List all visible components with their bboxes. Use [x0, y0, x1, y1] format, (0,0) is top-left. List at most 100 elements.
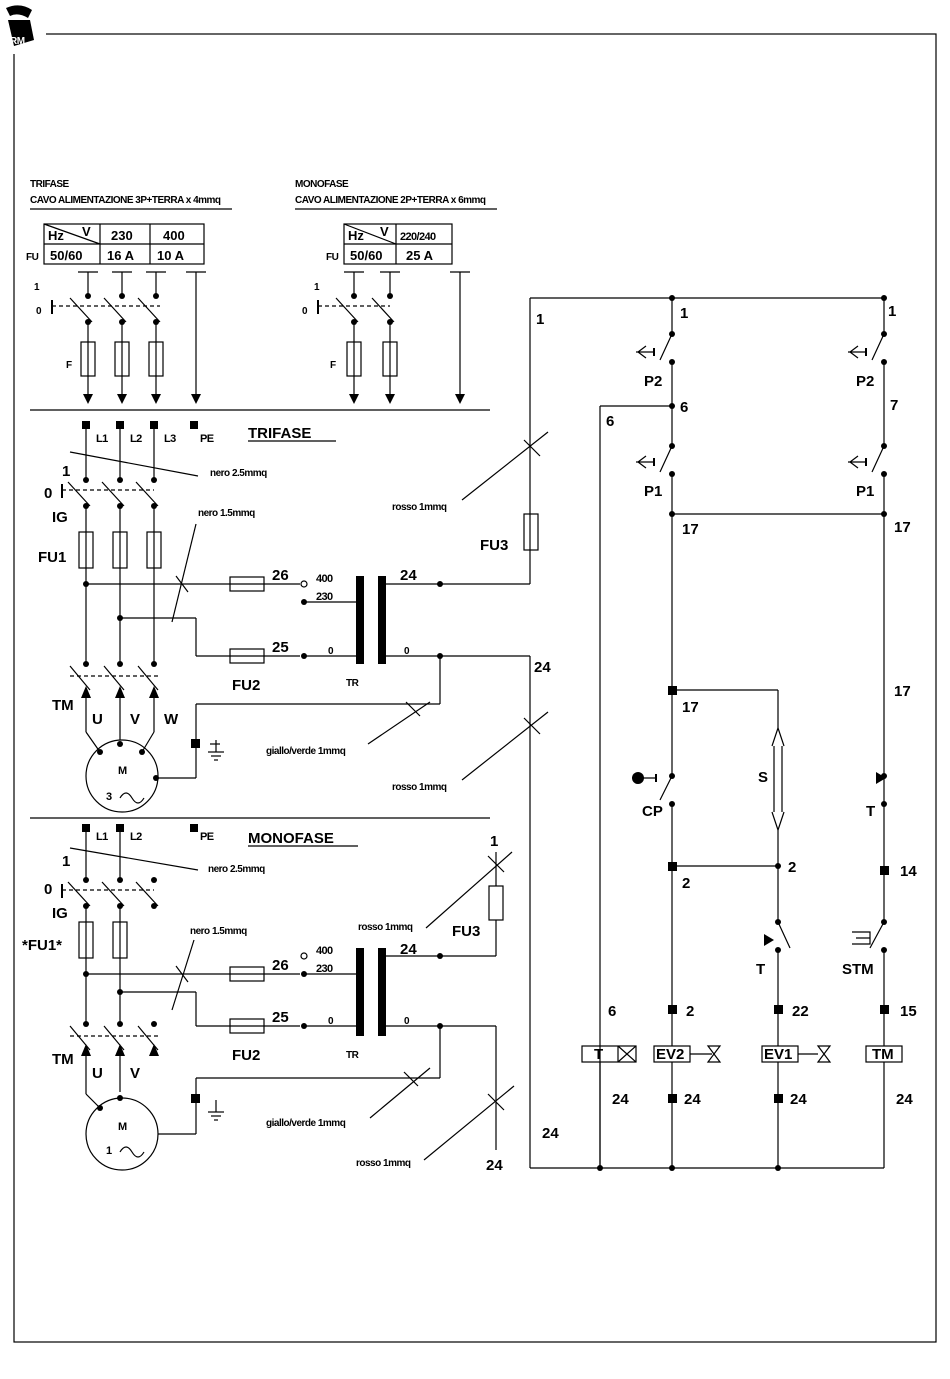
svg-text:L1: L1	[96, 831, 108, 843]
p2-label: P2	[644, 373, 662, 390]
svg-text:giallo/verde 1mmq: giallo/verde 1mmq	[266, 746, 346, 757]
svg-text:FU3: FU3	[452, 923, 480, 940]
svg-text:50/60: 50/60	[50, 248, 83, 263]
svg-text:2: 2	[682, 875, 690, 892]
svg-text:10 A: 10 A	[157, 248, 185, 263]
svg-text:22: 22	[792, 1003, 809, 1020]
svg-text:400: 400	[316, 573, 333, 585]
monofase-heading: MONOFASE	[248, 830, 334, 847]
svg-text:0: 0	[404, 646, 410, 657]
svg-text:15: 15	[900, 1003, 917, 1020]
svg-text:IG: IG	[52, 905, 68, 922]
svg-text:V: V	[82, 224, 91, 239]
svg-text:17: 17	[682, 699, 699, 716]
svg-text:24: 24	[400, 567, 417, 584]
svg-text:6: 6	[608, 1003, 616, 1020]
svg-text:3: 3	[106, 791, 112, 803]
svg-text:F: F	[66, 360, 72, 371]
svg-text:1: 1	[62, 853, 70, 870]
svg-text:24: 24	[486, 1157, 503, 1174]
svg-text:L1: L1	[96, 433, 108, 445]
svg-text:nero 1.5mmq: nero 1.5mmq	[198, 508, 255, 519]
svg-text:Hz: Hz	[48, 228, 64, 243]
svg-text:giallo/verde 1mmq: giallo/verde 1mmq	[266, 1118, 346, 1129]
svg-text:U: U	[92, 1065, 103, 1082]
svg-text:24: 24	[612, 1091, 629, 1108]
svg-text:W: W	[164, 711, 179, 728]
svg-text:rosso 1mmq: rosso 1mmq	[358, 922, 413, 933]
svg-text:14: 14	[900, 863, 917, 880]
svg-text:0: 0	[36, 306, 42, 317]
svg-text:Hz: Hz	[348, 228, 364, 243]
svg-text:1: 1	[314, 282, 320, 293]
svg-text:25: 25	[272, 1009, 289, 1026]
monofase-power-circuit: L1 L2 PE MONOFASE nero 2.5mmq 1 0 IG *FU…	[22, 824, 515, 1174]
svg-text:PE: PE	[200, 831, 214, 843]
trifase-heading: TRIFASE	[248, 425, 311, 442]
svg-text:EV1: EV1	[764, 1046, 792, 1063]
p1-label: P1	[644, 483, 662, 500]
svg-text:0: 0	[404, 1016, 410, 1027]
svg-text:2: 2	[686, 1003, 694, 1020]
fu1-star-label: *FU1*	[22, 937, 62, 954]
svg-text:26: 26	[272, 567, 289, 584]
monofase-supply-title: MONOFASE	[295, 179, 349, 190]
svg-text:2: 2	[788, 859, 796, 876]
svg-text:L2: L2	[130, 433, 142, 445]
svg-text:TR: TR	[346, 678, 360, 689]
svg-text:230: 230	[316, 963, 333, 975]
svg-text:T: T	[866, 803, 875, 820]
svg-text:1: 1	[62, 463, 70, 480]
svg-text:6: 6	[606, 413, 614, 430]
monofase-cable-spec: CAVO ALIMENTAZIONE 2P+TERRA x 6mmq	[295, 195, 486, 206]
svg-text:1: 1	[536, 311, 544, 328]
s-label: S	[758, 769, 768, 786]
svg-text:1: 1	[490, 833, 498, 850]
svg-text:V: V	[130, 1065, 140, 1082]
monofase-rating-table: Hz V 220/240 FU 50/60 25 A	[326, 223, 453, 265]
svg-text:rosso 1mmq: rosso 1mmq	[356, 1158, 411, 1169]
trifase-rating-table: Hz V 230 400 FU 50/60 16 A 10 A	[26, 223, 205, 265]
svg-text:0: 0	[328, 646, 334, 657]
svg-text:nero 2.5mmq: nero 2.5mmq	[210, 468, 267, 479]
trifase-cable-spec: CAVO ALIMENTAZIONE 3P+TERRA x 4mmq	[30, 195, 221, 206]
svg-text:16 A: 16 A	[107, 248, 135, 263]
svg-text:1: 1	[34, 282, 40, 293]
svg-text:V: V	[130, 711, 140, 728]
monofase-main-switch: 1 0 F	[302, 271, 470, 404]
svg-text:0: 0	[328, 1016, 334, 1027]
cp-label: CP	[642, 803, 663, 820]
svg-text:1: 1	[106, 1145, 112, 1157]
svg-text:TM: TM	[872, 1046, 894, 1063]
svg-text:nero 1.5mmq: nero 1.5mmq	[190, 926, 247, 937]
svg-text:PE: PE	[200, 433, 214, 445]
coil-ev2: EV2	[653, 1045, 722, 1063]
svg-text:26: 26	[272, 957, 289, 974]
fu1-label: FU1	[38, 549, 66, 566]
svg-text:FU: FU	[26, 252, 39, 263]
svg-text:17: 17	[894, 683, 911, 700]
svg-text:FU2: FU2	[232, 1047, 260, 1064]
svg-text:M: M	[118, 1121, 127, 1133]
svg-text:24: 24	[790, 1091, 807, 1108]
coil-t: T	[581, 1045, 637, 1063]
svg-text:EV2: EV2	[656, 1046, 684, 1063]
svg-text:L2: L2	[130, 831, 142, 843]
svg-text:V: V	[380, 224, 389, 239]
svg-text:0: 0	[44, 881, 52, 898]
svg-text:24: 24	[896, 1091, 913, 1108]
svg-text:T: T	[756, 961, 765, 978]
svg-text:230: 230	[316, 591, 333, 603]
svg-text:nero 2.5mmq: nero 2.5mmq	[208, 864, 265, 875]
svg-text:24: 24	[400, 941, 417, 958]
coil-tm: TM	[865, 1045, 903, 1063]
svg-text:P1: P1	[856, 483, 874, 500]
svg-text:230: 230	[111, 228, 133, 243]
svg-text:RM: RM	[10, 36, 25, 47]
brand-logo-icon: RM	[2, 2, 46, 54]
transformer-tr-monofase: TR	[304, 948, 440, 1061]
svg-text:400: 400	[163, 228, 185, 243]
page-frame	[13, 33, 937, 1343]
fu3-label: FU3	[480, 537, 508, 554]
